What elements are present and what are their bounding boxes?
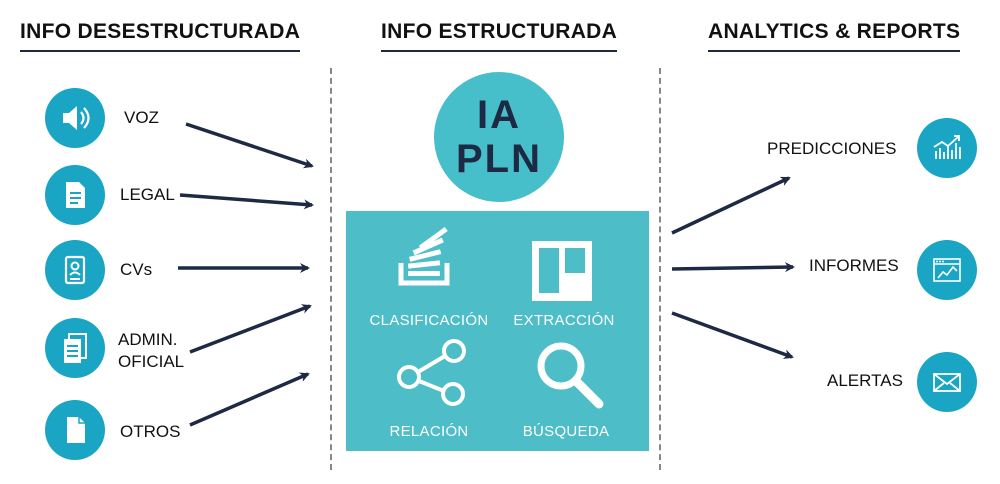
dashboard-icon	[917, 240, 977, 300]
header-analytics: ANALYTICS & REPORTS	[708, 20, 961, 52]
core-ia-pln: IA PLN	[434, 72, 564, 202]
input-label-legal: LEGAL	[120, 185, 175, 204]
arrow-otros	[189, 372, 310, 427]
core-line1: IA	[477, 93, 521, 137]
process-label-relacion: RELACIÓN	[389, 423, 469, 440]
arrow-legal	[179, 193, 314, 210]
admin-line1: ADMIN.	[118, 330, 178, 349]
process-label-busqueda: BÚSQUEDA	[522, 423, 610, 440]
process-label-clasificacion: CLASIFICACIÓN	[369, 312, 489, 329]
output-label-alertas: ALERTAS	[827, 371, 903, 390]
output-label-predicciones: PREDICCIONES	[767, 139, 897, 158]
arrow-voz	[185, 122, 314, 169]
magnifier-icon	[537, 342, 604, 409]
arrow-admin	[189, 304, 312, 354]
document-icon	[45, 165, 105, 225]
stack-icon	[398, 226, 450, 286]
board-icon	[532, 241, 592, 301]
output-label-informes: INFORMES	[809, 256, 899, 275]
admin-line2: OFICIAL	[118, 352, 185, 371]
stacked-document-icon	[45, 318, 105, 378]
divider-right	[659, 68, 661, 470]
process-label-extraccion: EXTRACCIÓN	[513, 312, 615, 329]
file-icon	[45, 400, 105, 460]
arrow-alertas	[671, 311, 794, 359]
header-structured: INFO ESTRUCTURADA	[381, 20, 618, 52]
input-label-admin: ADMIN. OFICIAL	[118, 329, 184, 373]
arrow-predicciones	[671, 176, 791, 235]
core-line2: PLN	[456, 137, 542, 181]
envelope-icon	[917, 352, 977, 412]
process-box: CLASIFICACIÓN EXTRACCIÓN RELACIÓN BÚSQUE…	[346, 211, 649, 451]
share-icon	[397, 339, 466, 406]
input-label-voz: VOZ	[124, 108, 159, 127]
id-card-icon	[45, 240, 105, 300]
header-unstructured: INFO DESESTRUCTURADA	[20, 20, 301, 52]
growth-chart-icon	[917, 118, 977, 178]
input-label-otros: OTROS	[120, 422, 181, 441]
input-label-cvs: CVs	[120, 260, 153, 279]
divider-left	[330, 68, 332, 470]
arrow-informes	[671, 262, 795, 273]
speaker-icon	[45, 88, 105, 148]
